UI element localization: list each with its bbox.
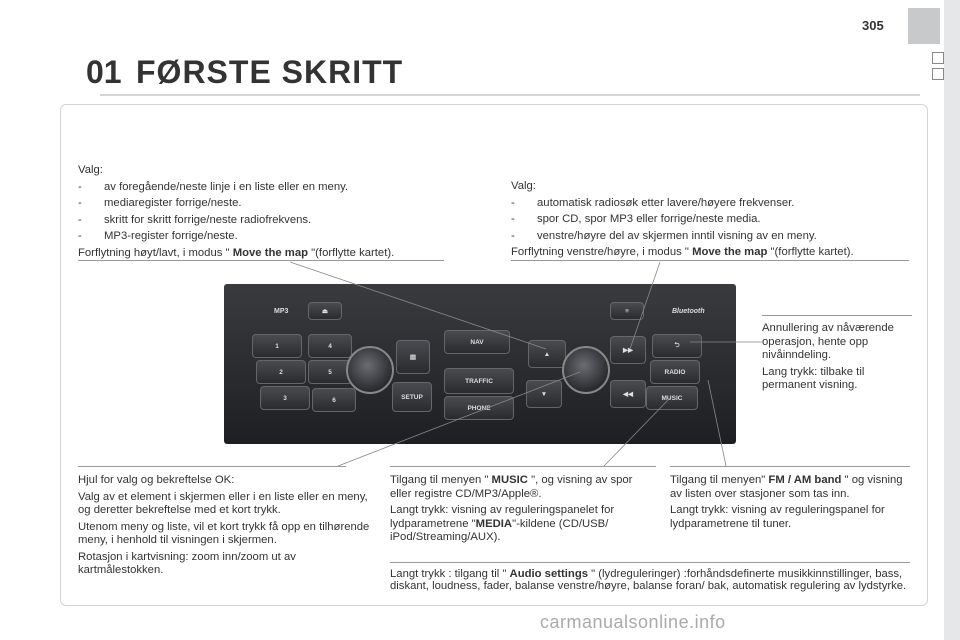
preset-1-button[interactable]: 1 bbox=[252, 334, 302, 358]
bottom-wide-p: Langt trykk : tilgang til " Audio settin… bbox=[390, 568, 907, 592]
left-top-move: Forflytning høyt/lavt, i modus " Move th… bbox=[78, 246, 395, 259]
bottom-left-p1: Hjul for valg og bekreftelse OK: bbox=[78, 474, 235, 486]
page-number: 305 bbox=[862, 18, 884, 33]
setup-button[interactable]: SETUP bbox=[392, 382, 432, 412]
header-divider bbox=[100, 94, 920, 96]
side-box-2 bbox=[932, 68, 944, 80]
bottom-mid-p1: Tilgang til menyen " MUSIC ", og visning… bbox=[390, 474, 633, 500]
right-top-move: Forflytning venstre/høyre, i modus " Mov… bbox=[511, 246, 854, 258]
eject-button[interactable]: ⏏ bbox=[308, 302, 342, 320]
right-top-item: venstre/høyre del av skjermen inntil vis… bbox=[511, 230, 911, 244]
right-top-item: automatisk radiosøk etter lavere/høyere … bbox=[511, 197, 911, 211]
next-button[interactable]: ▶▶ bbox=[610, 336, 646, 364]
bluetooth-label: Bluetooth bbox=[672, 308, 705, 315]
right-side-rule bbox=[762, 315, 912, 316]
cd-slot-button[interactable]: ≡ bbox=[610, 302, 644, 320]
disc-icon: ≡ bbox=[625, 307, 629, 315]
select-knob[interactable] bbox=[562, 346, 610, 394]
back-button[interactable]: ⮌ bbox=[652, 334, 702, 358]
left-top-item: av foregående/neste linje i en liste ell… bbox=[78, 181, 448, 195]
right-side-text: Annullering av nåværende operasjon, hent… bbox=[762, 322, 920, 396]
bottom-left-p2: Valg av et element i skjermen eller i en… bbox=[78, 490, 368, 517]
nav-button[interactable]: NAV bbox=[444, 330, 510, 354]
bottom-left-p3: Utenom meny og liste, vil et kort trykk … bbox=[78, 520, 370, 547]
page-tab bbox=[908, 8, 940, 44]
back-arrow-icon: ⮌ bbox=[674, 341, 680, 349]
bottom-mid-text: Tilgang til menyen " MUSIC ", og visning… bbox=[390, 474, 654, 548]
previous-button[interactable]: ◀◀ bbox=[610, 380, 646, 408]
preset-4-button[interactable]: 4 bbox=[308, 334, 352, 358]
radio-button[interactable]: RADIO bbox=[650, 360, 700, 384]
preset-3-button[interactable]: 3 bbox=[260, 386, 310, 410]
left-top-intro: Valg: bbox=[78, 164, 103, 176]
bottom-right-p1: Tilgang til menyen" FM / AM band " og vi… bbox=[670, 474, 903, 500]
bottom-mid-p2: Langt trykk: visning av reguleringspanel… bbox=[390, 504, 615, 543]
preset-2-button[interactable]: 2 bbox=[256, 360, 306, 384]
bottom-right-p2: Langt trykk: visning av reguleringspanel… bbox=[670, 504, 885, 530]
volume-knob[interactable] bbox=[346, 346, 394, 394]
bottom-right-text: Tilgang til menyen" FM / AM band " og vi… bbox=[670, 474, 910, 534]
eject-icon: ⏏ bbox=[321, 308, 329, 315]
fast-forward-icon: ▶▶ bbox=[623, 347, 633, 354]
display-icon: ▤ bbox=[409, 354, 417, 361]
right-side-p2: Lang trykk: tilbake til permanent visnin… bbox=[762, 365, 865, 392]
right-side-p1: Annullering av nåværende operasjon, hent… bbox=[762, 322, 894, 361]
phone-button[interactable]: PHONE bbox=[444, 396, 514, 420]
side-box-1 bbox=[932, 52, 944, 64]
bottom-right-rule bbox=[670, 466, 910, 467]
display-button[interactable]: ▤ bbox=[396, 340, 430, 374]
music-button[interactable]: MUSIC bbox=[646, 386, 698, 410]
chapter-number: 01 bbox=[86, 54, 122, 90]
rewind-icon: ◀◀ bbox=[623, 391, 633, 398]
watermark: carmanualsonline.info bbox=[540, 612, 726, 632]
right-top-intro: Valg: bbox=[511, 180, 536, 192]
content-frame bbox=[60, 104, 928, 606]
right-top-text: Valg: automatisk radiosøk etter lavere/h… bbox=[511, 180, 911, 263]
bottom-wide-rule bbox=[390, 562, 910, 563]
left-top-text: Valg: av foregående/neste linje i en lis… bbox=[78, 164, 448, 263]
up-button[interactable]: ▲ bbox=[528, 340, 566, 368]
left-top-item: MP3-register forrige/neste. bbox=[78, 230, 448, 244]
left-top-item: mediaregister forrige/neste. bbox=[78, 197, 448, 211]
down-button[interactable]: ▼ bbox=[526, 380, 562, 408]
radio-control-panel: MP3 ⏏ ≡ Bluetooth 1 4 2 5 3 6 ▤ SETUP NA… bbox=[224, 284, 736, 444]
side-strip bbox=[944, 0, 960, 640]
traffic-button[interactable]: TRAFFIC bbox=[444, 368, 514, 394]
right-top-rule bbox=[511, 260, 909, 261]
arrow-down-icon: ▼ bbox=[540, 390, 548, 398]
bottom-wide-text: Langt trykk : tilgang til " Audio settin… bbox=[390, 568, 910, 595]
left-top-rule bbox=[78, 260, 444, 261]
bottom-left-text: Hjul for valg og bekreftelse OK: Valg av… bbox=[78, 474, 374, 581]
bottom-left-p4: Rotasjon i kartvisning: zoom inn/zoom ut… bbox=[78, 550, 296, 577]
mp3-label: MP3 bbox=[274, 308, 289, 315]
bottom-mid-rule bbox=[390, 466, 656, 467]
preset-6-button[interactable]: 6 bbox=[312, 388, 356, 412]
bottom-left-rule bbox=[78, 466, 346, 467]
chapter-title: FØRSTE SKRITT bbox=[136, 54, 404, 90]
right-top-item: spor CD, spor MP3 eller forrige/neste me… bbox=[511, 213, 911, 227]
arrow-up-icon: ▲ bbox=[543, 350, 551, 358]
left-top-item: skritt for skritt forrige/neste radiofre… bbox=[78, 214, 448, 228]
